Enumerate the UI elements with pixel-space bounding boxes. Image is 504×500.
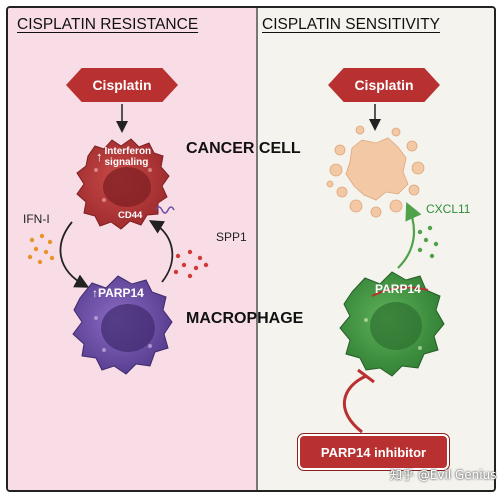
sensitivity-heading: CISPLATIN SENSITIVITY xyxy=(262,16,441,33)
parp14-struck-label: PARP14 xyxy=(375,282,421,296)
cisplatin-tag-right: Cisplatin xyxy=(328,68,440,102)
parp14-inhibitor-box: PARP14 inhibitor xyxy=(298,434,449,470)
ifn-arrow xyxy=(59,221,90,288)
ifn-dots xyxy=(27,233,55,265)
ifn-i-label: IFN-I xyxy=(23,212,50,226)
spp1-dots xyxy=(173,249,209,279)
cd44-receptor xyxy=(155,206,175,214)
parp14-text: PARP14 xyxy=(375,282,421,296)
signaling-text: signaling xyxy=(104,157,149,168)
cancer-nucleus xyxy=(103,167,151,207)
up-arrow-icon: ↑ xyxy=(96,149,103,164)
macrophage-label: MACROPHAGE xyxy=(186,310,304,327)
macrophage-right xyxy=(339,271,445,377)
cancer-cell-label: CANCER CELL xyxy=(186,140,301,157)
cxcl11-arrow xyxy=(397,201,422,269)
inhibition-bar xyxy=(357,368,375,384)
panel-divider xyxy=(256,8,258,490)
parp14-strike xyxy=(371,286,429,297)
interferon-text: Interferon xyxy=(104,146,152,157)
parp14-up-label: ↑PARP14 xyxy=(92,286,144,300)
watermark: 知乎 @Evil Genius xyxy=(390,468,497,482)
cxcl11-label: CXCL11 xyxy=(426,202,471,216)
macrophage-left xyxy=(72,275,173,375)
cxcl11-dots xyxy=(417,225,439,259)
interferon-signaling-label: ↑ Interferon signaling xyxy=(96,146,166,168)
cd44-label: CD44 xyxy=(118,210,143,221)
spp1-label: SPP1 xyxy=(216,230,247,244)
inhibition-arrow xyxy=(343,374,367,434)
resistance-heading: CISPLATIN RESISTANCE xyxy=(17,16,199,33)
dying-cancer-cell xyxy=(326,125,425,218)
cancer-cell xyxy=(76,138,170,230)
spp1-arrow xyxy=(148,220,174,283)
cisplatin-tag-left: Cisplatin xyxy=(66,68,178,102)
